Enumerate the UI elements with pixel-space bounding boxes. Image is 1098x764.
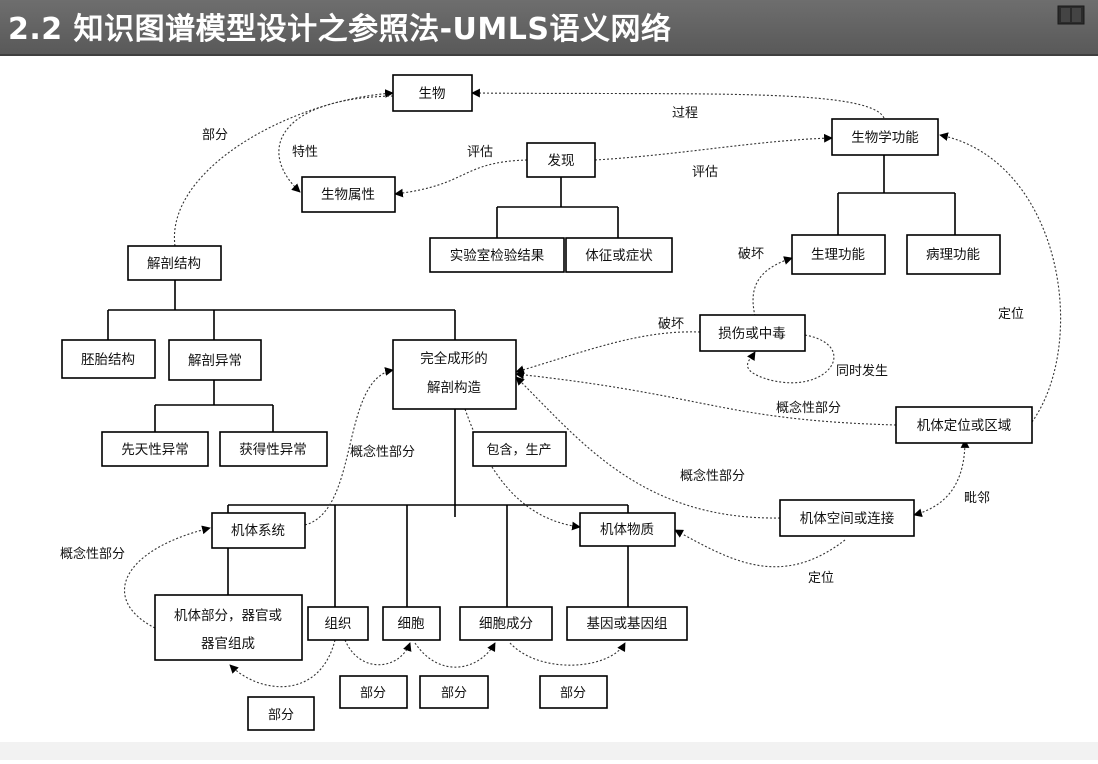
- svg-text:基因或基因组: 基因或基因组: [587, 615, 668, 632]
- node-biologic-function: 生物学功能: [831, 118, 939, 156]
- svg-text:生物学功能: 生物学功能: [851, 130, 919, 146]
- bottom-strip: [0, 742, 1098, 760]
- node-tissue: 组织: [307, 606, 369, 641]
- label-conceptual-part-2: 概念性部分: [680, 468, 745, 484]
- node-pathologic-function: 病理功能: [906, 234, 1001, 275]
- label-location-of-2: 定位: [808, 571, 834, 586]
- svg-text:部分: 部分: [560, 686, 586, 701]
- svg-text:机体系统: 机体系统: [231, 523, 285, 539]
- node-sign-symptom: 体征或症状: [565, 237, 673, 273]
- svg-text:机体定位或区域: 机体定位或区域: [917, 418, 1012, 434]
- label-evaluation-2: 评估: [692, 165, 718, 180]
- svg-text:细胞: 细胞: [398, 616, 425, 632]
- svg-text:实验室检验结果: 实验室检验结果: [450, 247, 545, 264]
- node-body-part: 机体部分，器官或 器官组成: [154, 594, 303, 661]
- label-conceptual-part-1: 概念性部分: [776, 400, 841, 416]
- node-cell: 细胞: [382, 606, 441, 641]
- umls-semantic-network-diagram: 生物 生物属性 发现 实验室检验结果 体征或症状 生物学功能 生理功能 病理功能…: [60, 74, 1062, 731]
- node-anatomical-abnormality: 解剖异常: [168, 339, 262, 381]
- label-contains-produces: 包含，生产: [472, 431, 567, 467]
- label-conceptual-part-3: 概念性部分: [350, 444, 415, 460]
- svg-text:部分: 部分: [441, 686, 467, 701]
- node-body-location: 机体定位或区域: [895, 406, 1033, 444]
- node-body-space: 机体空间或连接: [779, 499, 915, 537]
- svg-text:部分: 部分: [268, 708, 294, 723]
- svg-text:机体空间或连接: 机体空间或连接: [800, 510, 895, 527]
- node-gene: 基因或基因组: [566, 606, 688, 641]
- node-lab-result: 实验室检验结果: [429, 237, 565, 273]
- node-fully-formed-structure: 完全成形的 解剖构造: [392, 339, 517, 410]
- node-physiologic-function: 生理功能: [791, 234, 886, 275]
- svg-text:机体部分，器官或: 机体部分，器官或: [174, 608, 282, 624]
- svg-text:细胞成分: 细胞成分: [479, 616, 533, 632]
- svg-text:部分: 部分: [360, 686, 386, 701]
- node-congenital-abnormality: 先天性异常: [101, 431, 209, 467]
- label-part-of-top: 部分: [202, 128, 228, 143]
- label-adjacent-to: 毗邻: [964, 491, 990, 506]
- label-evaluation-1: 评估: [467, 145, 493, 160]
- relation-labels: 部分 特性 评估 评估 过程 破坏 破坏 同时发生 定位 概念性部分 概念性部分…: [60, 106, 1024, 586]
- svg-text:解剖结构: 解剖结构: [147, 256, 201, 272]
- svg-text:器官组成: 器官组成: [201, 636, 255, 652]
- node-body-substance: 机体物质: [579, 512, 676, 547]
- node-acquired-abnormality: 获得性异常: [219, 431, 328, 467]
- node-cell-component: 细胞成分: [459, 606, 553, 641]
- label-process-of: 过程: [672, 106, 698, 121]
- node-organism-attribute: 生物属性: [301, 176, 396, 213]
- node-injury-poisoning: 损伤或中毒: [699, 314, 806, 352]
- svg-text:体征或症状: 体征或症状: [585, 248, 653, 264]
- hierarchy-lines: [107, 155, 956, 607]
- label-co-occurs: 同时发生: [836, 363, 888, 379]
- svg-text:解剖异常: 解剖异常: [188, 353, 242, 369]
- node-body-system: 机体系统: [211, 512, 306, 549]
- diagram-canvas: 生物 生物属性 发现 实验室检验结果 体征或症状 生物学功能 生理功能 病理功能…: [0, 56, 1098, 760]
- label-part-of-box-4: 部分: [247, 696, 315, 731]
- node-organism: 生物: [392, 74, 473, 112]
- svg-text:生物属性: 生物属性: [321, 187, 375, 203]
- label-location-of: 定位: [998, 307, 1024, 322]
- node-finding: 发现: [526, 142, 596, 178]
- label-part-of-box-3: 部分: [539, 675, 608, 709]
- slide-title-bar: 2.2 知识图谱模型设计之参照法-UMLS语义网络: [0, 0, 1098, 56]
- svg-text:生理功能: 生理功能: [811, 247, 865, 263]
- svg-text:生物: 生物: [419, 86, 446, 102]
- label-disrupts-1: 破坏: [738, 247, 764, 262]
- svg-text:发现: 发现: [548, 153, 575, 169]
- svg-text:损伤或中毒: 损伤或中毒: [718, 326, 786, 342]
- svg-text:先天性异常: 先天性异常: [121, 442, 189, 458]
- svg-text:病理功能: 病理功能: [926, 247, 980, 263]
- node-anatomical-structure: 解剖结构: [127, 245, 222, 281]
- label-disrupts-2: 破坏: [658, 317, 684, 332]
- svg-text:机体物质: 机体物质: [600, 522, 654, 538]
- svg-text:包含，生产: 包含，生产: [486, 442, 551, 458]
- svg-text:解剖构造: 解剖构造: [427, 380, 481, 396]
- svg-text:完全成形的: 完全成形的: [420, 350, 488, 367]
- node-embryonic-structure: 胚胎结构: [61, 339, 156, 379]
- label-property-of: 特性: [292, 145, 318, 160]
- svg-text:获得性异常: 获得性异常: [239, 441, 307, 458]
- svg-text:胚胎结构: 胚胎结构: [81, 352, 135, 368]
- label-part-of-box-2: 部分: [419, 675, 489, 709]
- book-icon: [1057, 5, 1085, 25]
- slide-title: 2.2 知识图谱模型设计之参照法-UMLS语义网络: [8, 12, 672, 47]
- svg-text:组织: 组织: [325, 616, 352, 632]
- label-conceptual-part-4: 概念性部分: [60, 546, 125, 562]
- label-part-of-box-1: 部分: [339, 675, 408, 709]
